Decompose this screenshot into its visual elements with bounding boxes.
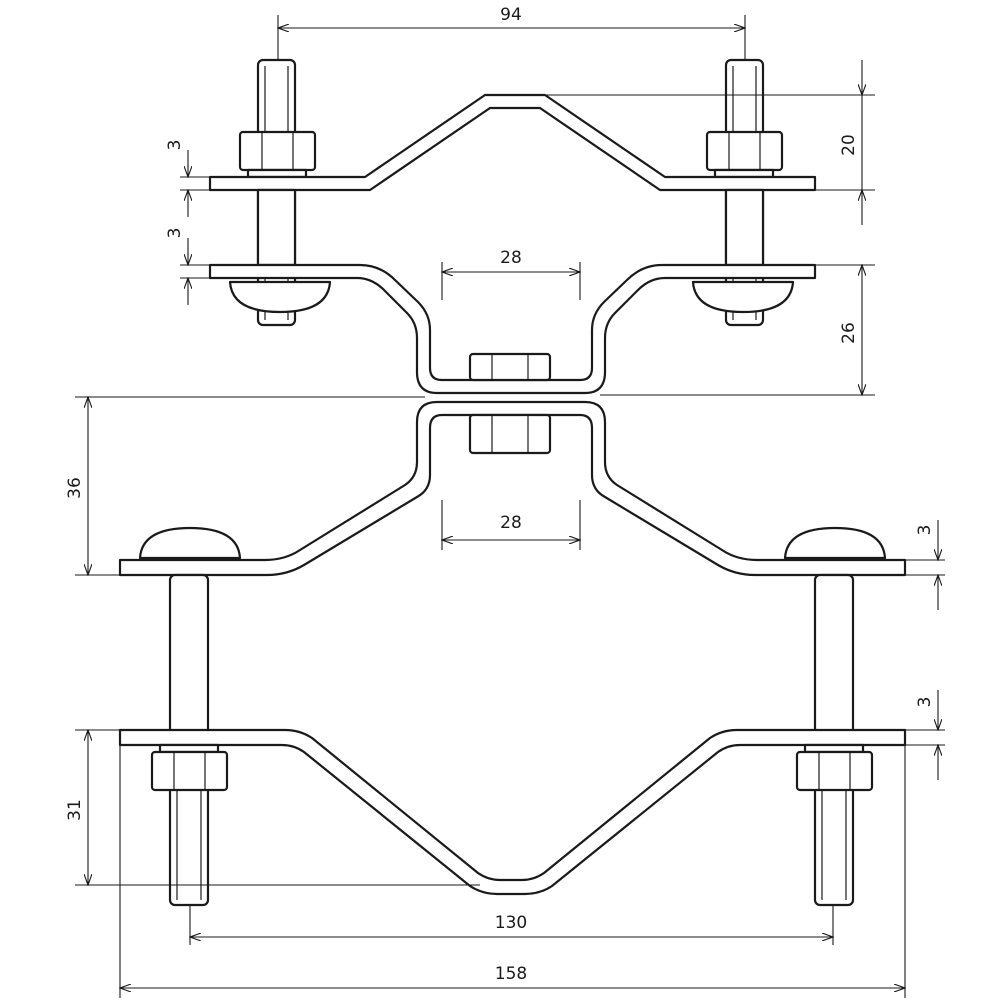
center-nut-bottom [468, 413, 552, 455]
dimension-26: 26 [600, 265, 875, 395]
bolt-shank-left [256, 188, 297, 267]
dimension-36: 36 [65, 397, 425, 575]
svg-text:28: 28 [500, 248, 522, 268]
dimension-3-top-upper: 3 [165, 140, 210, 217]
bottom-nut-right [795, 743, 874, 792]
svg-text:3: 3 [915, 525, 935, 536]
svg-text:130: 130 [495, 913, 527, 933]
dimension-3-top-lower: 3 [165, 228, 210, 305]
svg-text:26: 26 [839, 322, 859, 344]
dimension-130: 130 [190, 905, 833, 945]
dimension-31: 31 [65, 730, 480, 885]
svg-text:20: 20 [839, 134, 859, 156]
top-lower-strap [208, 263, 817, 395]
svg-text:94: 94 [500, 5, 522, 25]
dimension-3-bottom-upper: 3 [905, 520, 945, 610]
dome-head-right [691, 280, 795, 314]
dome-head-left [228, 280, 332, 314]
bottom-lower-strap [118, 728, 907, 896]
dimension-158: 158 [120, 745, 905, 998]
dimension-28-top: 28 [442, 248, 580, 300]
top-nut-left [238, 130, 317, 179]
dimension-94: 94 [278, 5, 745, 60]
svg-text:28: 28 [500, 513, 522, 533]
dome-head-bottom-right [783, 526, 887, 560]
svg-text:3: 3 [915, 697, 935, 708]
center-nut-top [468, 352, 552, 382]
dimension-3-bottom-lower: 3 [905, 690, 945, 780]
dome-head-bottom-left [138, 526, 242, 560]
top-nut-right [705, 130, 784, 179]
dimension-20: 20 [545, 60, 875, 225]
bottom-nut-left [150, 743, 229, 792]
svg-text:3: 3 [165, 228, 185, 239]
dimension-28-bottom: 28 [442, 500, 580, 550]
svg-text:158: 158 [495, 964, 527, 984]
svg-text:3: 3 [165, 140, 185, 151]
svg-text:36: 36 [65, 477, 85, 499]
bolt-shank-right [724, 188, 765, 267]
svg-text:31: 31 [65, 799, 85, 821]
